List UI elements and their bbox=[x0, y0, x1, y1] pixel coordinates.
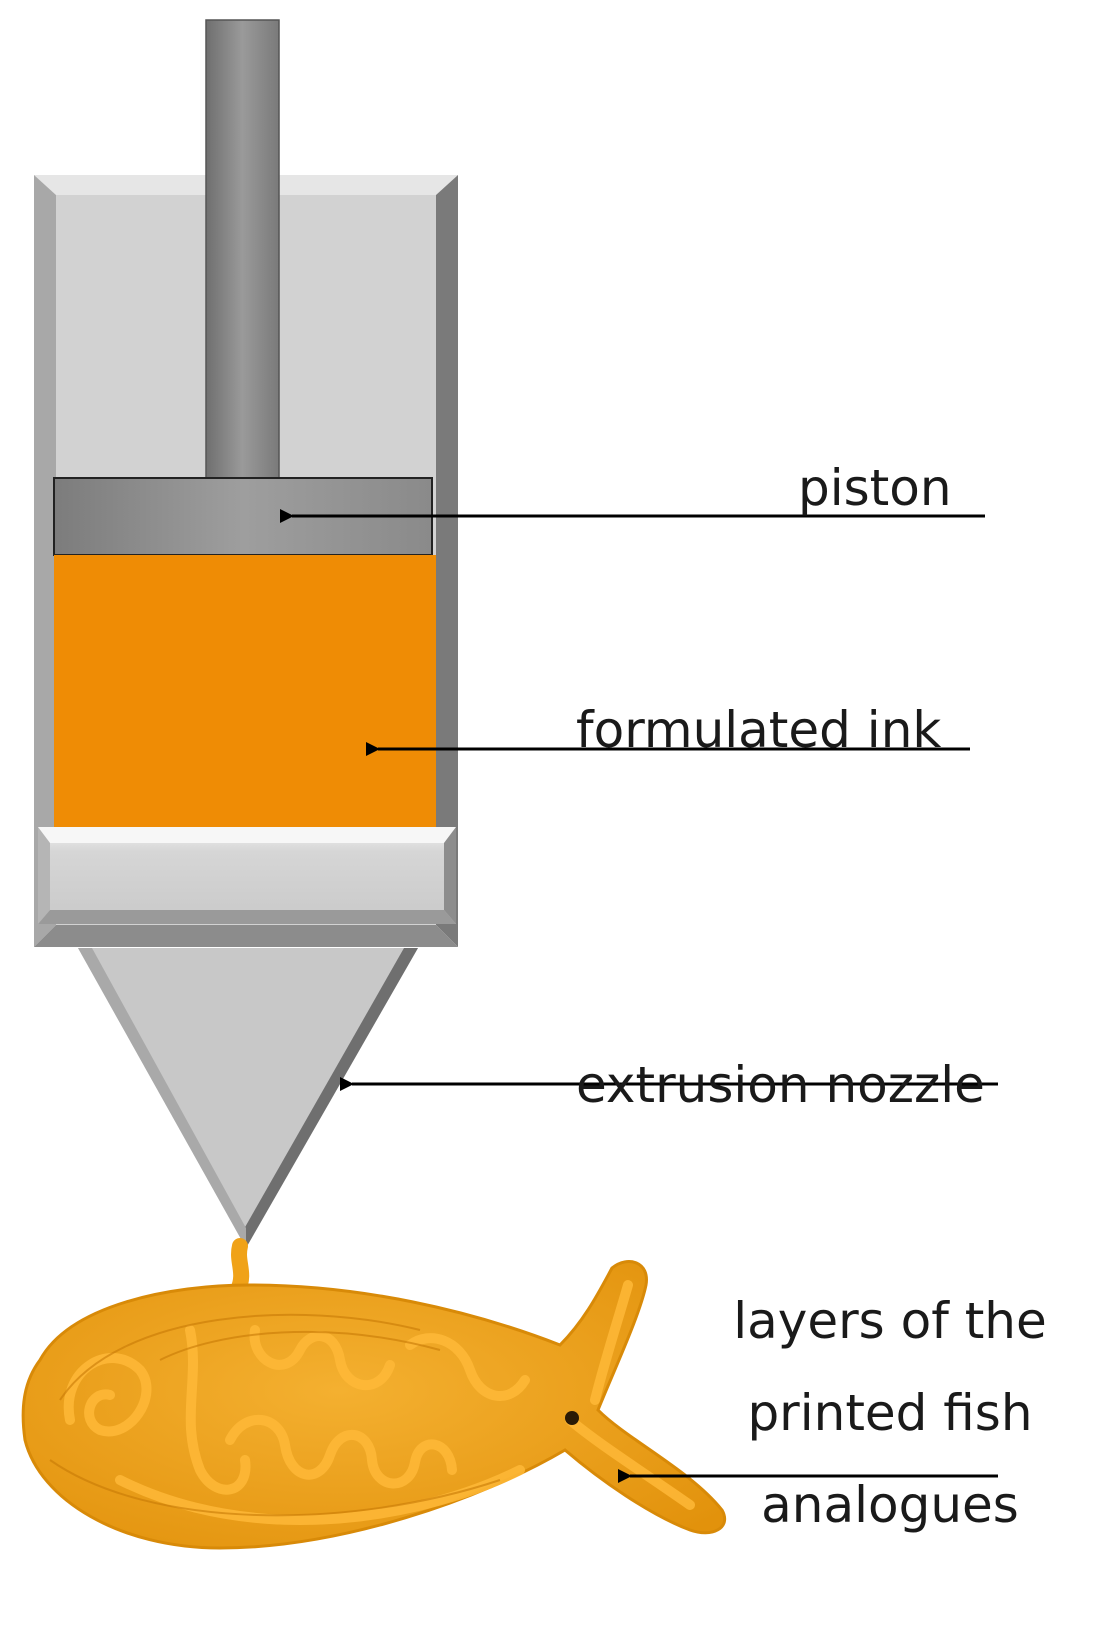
label-fish-line-2: printed fish bbox=[747, 1384, 1033, 1442]
extruded-strand bbox=[230, 1238, 250, 1298]
annotation-arrows bbox=[280, 509, 998, 1483]
label-piston: piston bbox=[798, 459, 952, 517]
label-formulated-ink: formulated ink bbox=[576, 701, 942, 759]
plunger-rod bbox=[205, 19, 280, 479]
label-fish-line-3: analogues bbox=[761, 1476, 1019, 1534]
nozzle-collar bbox=[38, 827, 456, 924]
formulated-ink-fill bbox=[54, 555, 436, 827]
printed-fish-analogue bbox=[21, 1260, 727, 1550]
label-fish-line-1: layers of the bbox=[733, 1292, 1047, 1350]
label-printed-fish: layers of the printed fish analogues bbox=[700, 1275, 1080, 1551]
label-extrusion-nozzle: extrusion nozzle bbox=[576, 1056, 985, 1114]
extrusion-nozzle-cone bbox=[78, 948, 418, 1248]
